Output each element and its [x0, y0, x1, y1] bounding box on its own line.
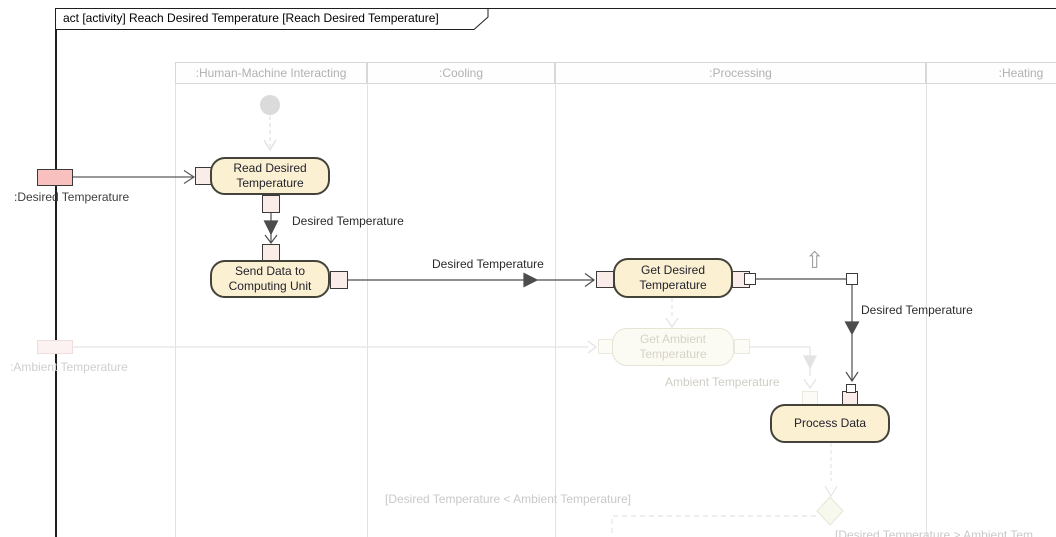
flow-desired-param-to-read[interactable]	[73, 169, 196, 185]
parameter-node-desired-temperature[interactable]	[37, 169, 73, 186]
input-pin-get-desired[interactable]	[596, 271, 614, 288]
flow-get-ambient-to-process[interactable]	[749, 346, 817, 390]
initial-node[interactable]	[260, 95, 280, 115]
lane-label: :Cooling	[438, 66, 484, 80]
action-get-desired-temperature[interactable]: Get Desired Temperature	[613, 258, 733, 298]
frame-left-border	[55, 8, 57, 537]
frame-title: act [activity] Reach Desired Temperature…	[63, 11, 439, 25]
decision-node[interactable]	[816, 496, 844, 526]
action-read-desired-temperature[interactable]: Read Desired Temperature	[210, 157, 330, 195]
action-label: Process Data	[793, 416, 867, 430]
flow-label-send-to-get: Desired Temperature	[432, 257, 544, 271]
parameter-label-ambient-temperature: :Ambient Temperature	[10, 360, 128, 374]
flow-initial-to-read[interactable]	[263, 116, 277, 152]
frame-title-pentagon	[55, 8, 489, 30]
flow-get-desired-to-process[interactable]	[756, 278, 860, 383]
lane-separator	[175, 84, 176, 537]
output-pin-send[interactable]	[330, 271, 348, 289]
action-send-data-to-computing-unit[interactable]: Send Data to Computing Unit	[210, 260, 330, 298]
action-get-ambient-temperature[interactable]: Get Ambient Temperature	[612, 328, 734, 366]
lane-separator	[926, 84, 927, 537]
input-pin-process-desired[interactable]	[842, 391, 858, 405]
flow-read-to-send[interactable]	[263, 213, 279, 244]
up-arrow-icon: ⇧	[805, 247, 825, 273]
parameter-node-ambient-temperature[interactable]	[37, 340, 73, 354]
guard-label-less-than: [Desired Temperature < Ambient Temperatu…	[385, 492, 632, 506]
flow-label-get-to-process: Desired Temperature	[861, 303, 973, 317]
action-label: Read Desired Temperature	[233, 161, 307, 190]
output-pin-read[interactable]	[262, 195, 280, 213]
lane-header-heating[interactable]: :Heating	[926, 62, 1056, 84]
flow-decision-branch-left[interactable]	[611, 515, 816, 537]
flow-process-to-decision[interactable]	[824, 443, 838, 498]
flow-send-to-get-desired[interactable]	[348, 272, 596, 288]
lane-separator	[555, 84, 556, 537]
white-square-marker	[846, 273, 858, 285]
flow-get-desired-to-get-ambient[interactable]	[665, 298, 679, 329]
lane-label: :Human-Machine Interacting	[195, 66, 347, 80]
flow-label-read-to-send: Desired Temperature	[292, 214, 404, 228]
action-label: Get Desired Temperature	[639, 263, 707, 292]
flow-ambient-param-to-get-ambient[interactable]	[73, 340, 597, 354]
lane-separator	[367, 84, 368, 537]
action-process-data[interactable]: Process Data	[770, 404, 890, 443]
lane-header-cooling[interactable]: :Cooling	[367, 62, 555, 84]
action-label: Send Data to Computing Unit	[228, 264, 312, 293]
white-square-marker	[846, 384, 856, 393]
output-pin-get-ambient[interactable]	[734, 339, 750, 354]
parameter-label-desired-temperature: :Desired Temperature	[14, 190, 130, 204]
lane-header-human-machine-interacting[interactable]: :Human-Machine Interacting	[175, 62, 367, 84]
white-square-marker	[744, 273, 756, 285]
action-label: Get Ambient Temperature	[639, 332, 707, 361]
lane-label: :Processing	[709, 66, 772, 80]
guard-label-greater-than: [Desired Temperature > Ambient Tem	[835, 528, 1033, 537]
lane-header-processing[interactable]: :Processing	[555, 62, 926, 84]
frame-top-border	[55, 8, 1056, 9]
flow-label-ambient-to-process: Ambient Temperature	[665, 375, 780, 389]
input-pin-process-ambient[interactable]	[802, 391, 818, 405]
lane-label: :Heating	[998, 66, 1044, 80]
